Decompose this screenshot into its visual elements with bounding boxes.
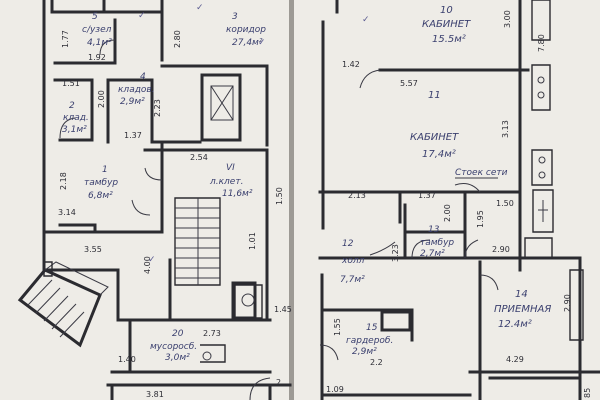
dim-2-54: 2.54 — [190, 153, 208, 162]
room-name-1: тамбур — [84, 178, 118, 188]
room-num-11: 11 — [428, 90, 441, 101]
dim-2-23: 2.23 — [153, 99, 162, 117]
dim-2-80: 2.80 — [173, 30, 182, 48]
dim-1-37-a: 1.37 — [124, 131, 142, 140]
room-name-4: кладов. — [118, 85, 155, 95]
dim-4-00: 4.00 — [143, 256, 152, 274]
room-area-2: 3,1м² — [62, 125, 87, 135]
dim-3-55: 3.55 — [84, 245, 102, 254]
chute-mark — [202, 351, 212, 361]
room-area-14: 12.4м² — [498, 319, 532, 330]
dim-3-23: 3.23 — [391, 244, 400, 262]
dim-4-29: 4.29 — [506, 355, 524, 364]
dimension-labels: 1.77 1.92 2.80 1.51 2.00 2.23 1.37 2.54 … — [58, 10, 592, 399]
room-area-5: 4,1м² — [87, 38, 112, 48]
dim-1-95: 1.95 — [476, 210, 485, 228]
dim-2-00-b: 2.00 — [443, 204, 452, 222]
dim-1-37-b: 1.37 — [418, 191, 436, 200]
check-mark-e: ✓ — [362, 15, 370, 25]
room-name-15: гардероб. — [346, 336, 393, 346]
dim-3-14: 3.14 — [58, 208, 76, 217]
dim-1-50-b: 1.50 — [496, 199, 514, 208]
dim-1-09: 1.09 — [326, 385, 344, 394]
room-num-1: 1 — [102, 165, 108, 175]
dim-2: 2 — [276, 378, 281, 387]
dim-2-2: 2.2 — [370, 358, 383, 367]
dim-1-45: 1.45 — [274, 305, 292, 314]
room-num-20: 20 — [172, 329, 184, 339]
check-mark-a: ✓ — [196, 3, 204, 13]
right-doors — [319, 69, 499, 361]
room-area-20: 3,0м² — [165, 353, 190, 363]
room-area-13: 2,7м² — [420, 249, 445, 259]
left-walls — [42, 0, 292, 400]
dim-1-42: 1.42 — [342, 60, 360, 69]
cable-note: Стоек сети — [455, 168, 508, 178]
dim-85: 85 — [583, 388, 592, 398]
room-area-VI: 11,6м² — [222, 189, 253, 199]
room-area-12: 7,7м² — [340, 275, 365, 285]
dim-7-80: 7.80 — [537, 34, 546, 52]
room-name-10: КАБИНЕТ — [422, 19, 471, 30]
room-num-12: 12 — [342, 239, 354, 249]
check-mark-d: ✓ — [148, 255, 156, 265]
room-num-3: 3 — [232, 12, 238, 22]
check-mark-b: ✓ — [138, 11, 146, 21]
stairs — [174, 197, 263, 319]
room-name-2: клад. — [63, 113, 89, 123]
room-area-1: 6,8м² — [88, 191, 113, 201]
dim-2-18: 2.18 — [59, 172, 68, 190]
room-area-11: 17,4м² — [422, 149, 456, 160]
room-area-10: 15.5м² — [432, 34, 466, 45]
room-num-15: 15 — [366, 323, 378, 333]
dim-2-13: 2.13 — [348, 191, 366, 200]
dim-2-90-b: 2.90 — [563, 294, 572, 312]
check-mark-c: ✓ — [258, 38, 266, 48]
dim-1-51: 1.51 — [62, 79, 80, 88]
dim-1-40: 1.40 — [118, 355, 136, 364]
room-area-15: 2,9м² — [352, 347, 377, 357]
dim-2-90-a: 2.90 — [492, 245, 510, 254]
dim-3-81: 3.81 — [146, 390, 164, 399]
left-doors — [59, 39, 271, 400]
right-walls — [318, 0, 600, 400]
room-labels: 5 с/узел 4,1м² 3 коридор 27,4м² 4 кладов… — [62, 5, 551, 363]
right-sheet — [294, 0, 600, 400]
right-windows — [531, 0, 584, 341]
room-area-3: 27,4м² — [232, 38, 263, 48]
room-name-12: холл — [341, 256, 365, 266]
room-num-14: 14 — [515, 289, 528, 300]
dim-3-00: 3.00 — [503, 10, 512, 28]
room-num-4: 4 — [140, 72, 146, 82]
entrance-steps — [17, 261, 109, 348]
room-name-3: коридор — [226, 25, 266, 35]
room-name-VI: л.клет. — [209, 177, 243, 187]
room-name-13: тамбур — [420, 238, 454, 248]
dim-3-13: 3.13 — [501, 120, 510, 138]
dim-2-73: 2.73 — [203, 329, 221, 338]
room-area-4: 2,9м² — [120, 97, 145, 107]
room-name-20: мусоросб. — [150, 342, 197, 352]
room-num-13: 13 — [428, 225, 440, 235]
room-num-2: 2 — [69, 101, 75, 111]
room-num-VI: VI — [226, 163, 235, 173]
page-gap — [289, 0, 294, 400]
dim-5-57: 5.57 — [400, 79, 418, 88]
room-name-5: с/узел — [82, 25, 112, 35]
dim-1-77: 1.77 — [61, 30, 70, 48]
dim-1-92: 1.92 — [88, 53, 106, 62]
room-name-11: КАБИНЕТ — [410, 132, 459, 143]
room-num-10: 10 — [440, 5, 453, 16]
dim-2-00-a: 2.00 — [97, 90, 106, 108]
stair-width: 1.01 — [248, 232, 257, 250]
room-num-5: 5 — [92, 12, 98, 22]
room-name-14: ПРИЕМНАЯ — [494, 304, 551, 315]
dim-1-55: 1.55 — [333, 318, 342, 336]
dim-1-50-a: 1.50 — [275, 187, 284, 205]
